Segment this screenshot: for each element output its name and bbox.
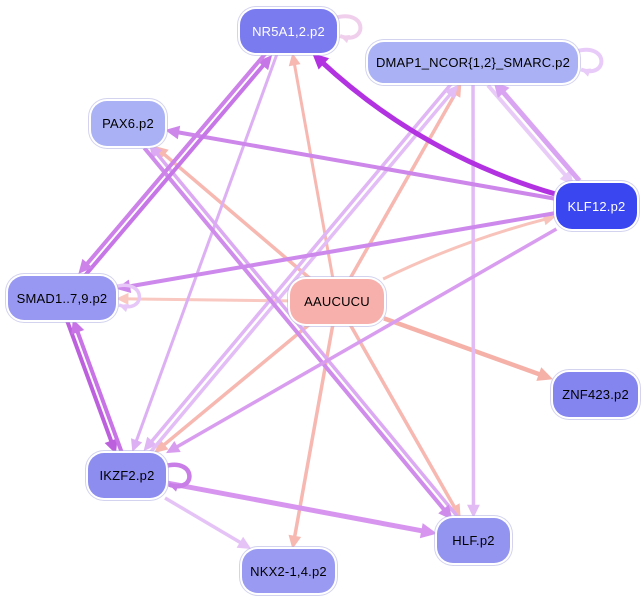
node-label: SMAD1..7,9.p2 [16, 290, 108, 306]
node-hlf[interactable]: HLF.p2 [437, 518, 510, 563]
edge-smad-ikzf2 [65, 320, 118, 455]
edge-nr5a1-smad [78, 49, 270, 275]
edge-pax6-hlf [142, 146, 453, 520]
node-label: NR5A1,2.p2 [252, 23, 325, 39]
node-aaucucu[interactable]: AAUCUCU [290, 279, 384, 324]
node-label: ZNF423.p2 [562, 387, 629, 402]
node-nkx2[interactable]: NKX2-1,4.p2 [242, 549, 335, 593]
edge-klf12-dmap1 [493, 80, 582, 183]
edge-nr5a1-ikzf2 [130, 51, 280, 452]
edge-aaucucu-nr5a1 [288, 53, 335, 280]
edge-aaucucu-klf12 [382, 213, 556, 281]
edge-ikzf2-nkx2 [164, 496, 252, 549]
edge-klf12-ikzf2 [166, 227, 558, 454]
edge-dmap1-ikzf2 [143, 79, 455, 452]
node-nr5a1[interactable]: NR5A1,2.p2 [240, 9, 337, 53]
self-loop-nr5a1 [334, 14, 363, 44]
node-pax6[interactable]: PAX6.p2 [91, 101, 165, 146]
node-label: HLF.p2 [452, 533, 495, 548]
node-smad[interactable]: SMAD1..7,9.p2 [8, 276, 116, 320]
edge-dmap1-klf12 [486, 83, 575, 186]
edge-aaucucu-hlf [348, 323, 461, 518]
edge-aaucucu-smad [116, 292, 291, 305]
edge-klf12-nr5a1 [312, 53, 557, 197]
self-loop-ikzf2 [163, 462, 192, 492]
edge-aaucucu-ikzf2 [154, 322, 311, 453]
edge-ikzf2-smad [71, 318, 124, 453]
node-dmap1[interactable]: DMAP1_NCOR{1,2}_SMARC.p2 [368, 42, 578, 83]
edge-ikzf2-hlf [165, 480, 437, 539]
edge-klf12-pax6 [165, 125, 557, 201]
edge-smad-nr5a1 [81, 54, 273, 280]
node-label: NKX2-1,4.p2 [250, 563, 327, 579]
edge-ikzf2-dmap1 [146, 84, 459, 457]
edge-dmap1-hlf [467, 82, 480, 518]
node-ikzf2[interactable]: IKZF2.p2 [88, 453, 166, 498]
node-znf423[interactable]: ZNF423.p2 [553, 372, 638, 417]
self-loop-smad [113, 283, 142, 313]
node-label: PAX6.p2 [102, 116, 154, 131]
node-label: IKZF2.p2 [99, 468, 155, 483]
edge-aaucucu-znf423 [383, 316, 553, 381]
node-label: AAUCUCU [304, 294, 370, 309]
node-klf12[interactable]: KLF12.p2 [556, 183, 637, 229]
self-loop-dmap1 [575, 47, 604, 77]
node-label: KLF12.p2 [567, 198, 626, 214]
node-label: DMAP1_NCOR{1,2}_SMARC.p2 [375, 55, 571, 70]
